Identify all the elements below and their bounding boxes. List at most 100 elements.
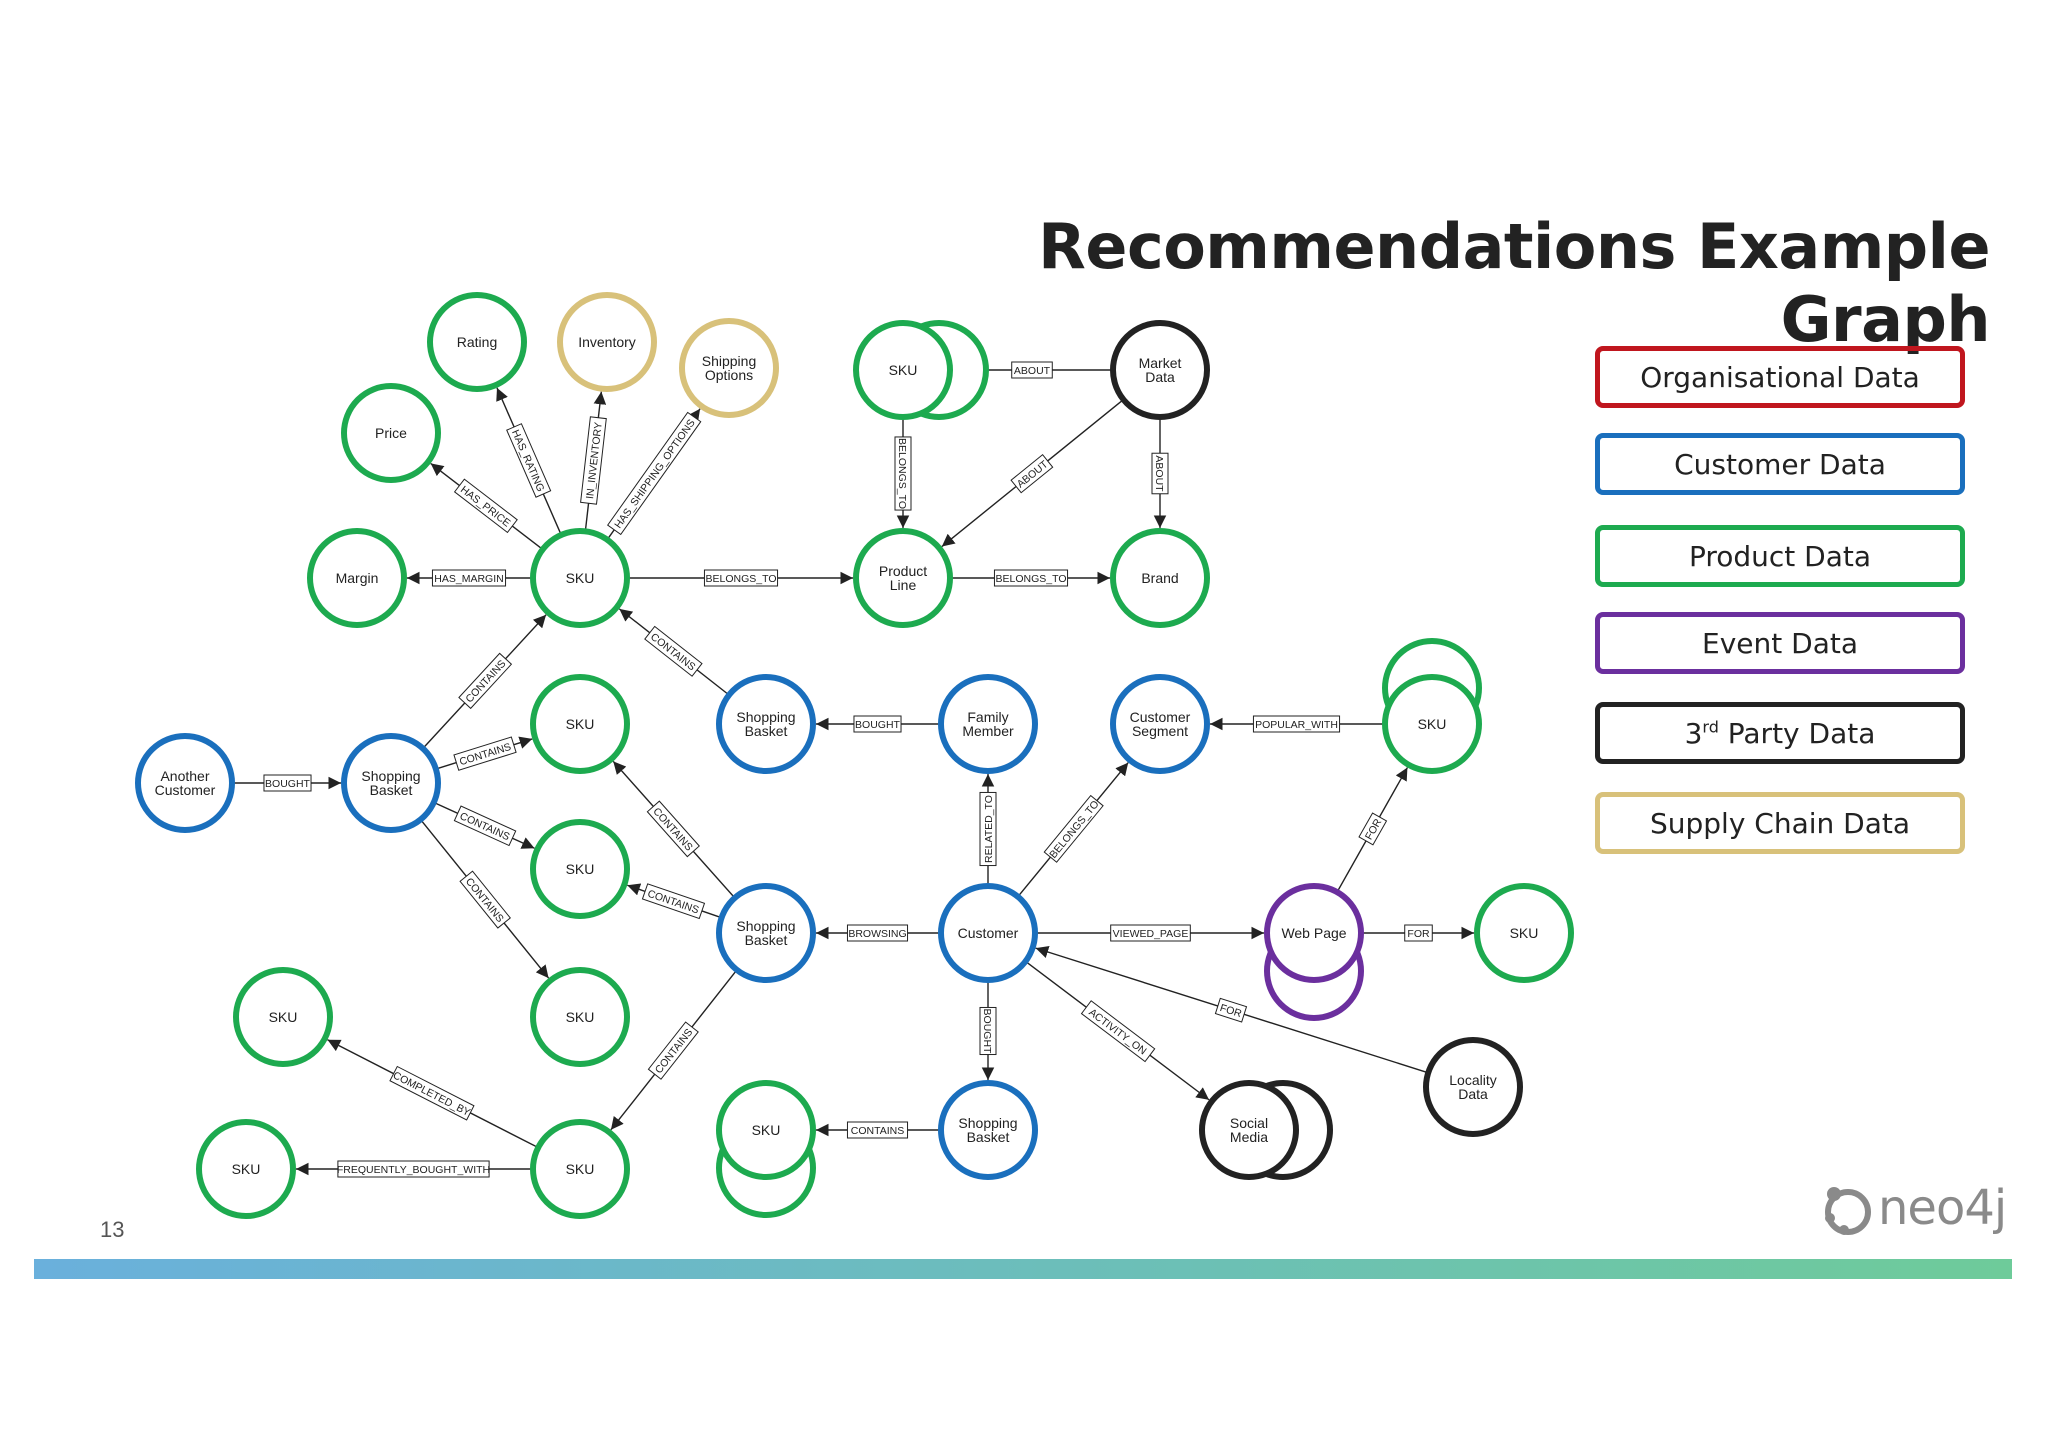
- node-webpage[interactable]: Web Page: [1264, 883, 1364, 1021]
- node-label: Data: [1458, 1086, 1488, 1102]
- node-sku-right[interactable]: SKU: [1382, 638, 1482, 774]
- node-label: SKU: [752, 1122, 781, 1138]
- legend-item-3rd-party-data: 3rd Party Data: [1595, 702, 1965, 764]
- edge-label: BELONGS_TO: [993, 569, 1069, 587]
- node-circle: [341, 733, 441, 833]
- node-sku-top[interactable]: SKU: [853, 320, 989, 420]
- node-sku-bl[interactable]: SKU: [233, 967, 333, 1067]
- legend-item-organisational-data: Organisational Data: [1595, 346, 1965, 408]
- edge-belongs-to: BELONGS_TO: [894, 419, 912, 528]
- node-circle: [1264, 883, 1364, 983]
- edge-contains: CONTAINS: [435, 802, 535, 849]
- edge-label: IN_INVENTORY: [580, 416, 607, 505]
- node-sku-l3[interactable]: SKU: [530, 967, 630, 1067]
- node-sku-l2[interactable]: SKU: [530, 819, 630, 919]
- edge-label: CONTAINS: [459, 870, 511, 929]
- edge-viewed-page: VIEWED_PAGE: [1037, 924, 1264, 942]
- node-label: Family: [967, 709, 1008, 725]
- node-label: SKU: [269, 1009, 298, 1025]
- neo4j-logo-text: neo4j: [1878, 1180, 2007, 1236]
- edge-label-text: CONTAINS: [463, 658, 508, 705]
- node-circle: [307, 528, 407, 628]
- edge-contains: CONTAINS: [421, 820, 550, 979]
- edge-has-margin: HAS_MARGIN: [407, 569, 531, 587]
- node-label: Shopping: [736, 918, 795, 934]
- node-circle: [530, 674, 630, 774]
- edge-label: CONTAINS: [646, 800, 700, 858]
- edge-label-text: BELONGS_TO: [1047, 798, 1101, 860]
- edge-label-text: FOR: [1407, 928, 1430, 940]
- node-rating[interactable]: Rating: [427, 292, 527, 392]
- node-circle: [341, 383, 441, 483]
- node-price[interactable]: Price: [341, 383, 441, 483]
- node-margin[interactable]: Margin: [307, 528, 407, 628]
- edge-label-text: COMPLETED_BY: [391, 1069, 472, 1118]
- edge-label-text: BELONGS_TO: [706, 573, 777, 585]
- node-sku-basketbot[interactable]: SKU: [716, 1080, 816, 1218]
- edge-label: FOR: [1358, 812, 1388, 846]
- edge-label: HAS_SHIPPING_OPTIONS: [607, 411, 702, 536]
- edge-label-text: POPULAR_WITH: [1255, 719, 1338, 731]
- node-label: SKU: [566, 861, 595, 877]
- node-label: Basket: [370, 782, 413, 798]
- node-brand[interactable]: Brand: [1110, 528, 1210, 628]
- edge-label: HAS_RATING: [506, 423, 552, 498]
- edge-belongs-to: BELONGS_TO: [1018, 762, 1129, 896]
- node-label: Margin: [336, 570, 379, 586]
- edge-in-inventory: IN_INVENTORY: [580, 391, 607, 530]
- edge-about: ABOUT: [941, 400, 1123, 548]
- edge-contains: CONTAINS: [612, 760, 734, 897]
- edge-label-text: HAS_MARGIN: [434, 573, 503, 585]
- edge-label-text: FREQUENTLY_BOUGHT_WITH: [337, 1164, 490, 1176]
- edge-label-text: ACTIVITY_ON: [1086, 1006, 1148, 1057]
- edge-label: BOUGHT: [853, 715, 902, 733]
- edge-for: FOR: [1035, 945, 1427, 1073]
- node-sku-main[interactable]: SKU: [530, 528, 630, 628]
- node-circle: [1110, 320, 1210, 420]
- node-circle: [1423, 1037, 1523, 1137]
- node-label: Rating: [457, 334, 497, 350]
- node-sku-bl2[interactable]: SKU: [196, 1119, 296, 1219]
- legend-item-customer-data: Customer Data: [1595, 433, 1965, 495]
- edge-contains: CONTAINS: [610, 971, 737, 1131]
- edge-contains: CONTAINS: [437, 736, 533, 771]
- node-label: Product: [879, 563, 927, 579]
- neo4j-logo: neo4j: [1820, 1180, 2007, 1242]
- node-sku-far[interactable]: SKU: [1474, 883, 1574, 983]
- node-label: Customer: [155, 782, 216, 798]
- edge-label: POPULAR_WITH: [1252, 715, 1341, 733]
- node-label: Shopping: [958, 1115, 1017, 1131]
- edge-about: ABOUT: [953, 361, 1111, 379]
- node-label: SKU: [566, 1161, 595, 1177]
- edge-contains: CONTAINS: [627, 883, 720, 920]
- edge-bought: BOUGHT: [816, 715, 939, 733]
- node-circle: [557, 292, 657, 392]
- edge-label: ACTIVITY_ON: [1080, 1000, 1156, 1063]
- node-inventory[interactable]: Inventory: [557, 292, 657, 392]
- node-sku-l1[interactable]: SKU: [530, 674, 630, 774]
- node-label: SKU: [889, 362, 918, 378]
- node-circle: [135, 733, 235, 833]
- node-customer[interactable]: Customer: [938, 883, 1038, 983]
- node-sku-bot[interactable]: SKU: [530, 1119, 630, 1219]
- edge-label-text: BROWSING: [848, 928, 906, 940]
- node-label: Inventory: [578, 334, 636, 350]
- edge-label-text: BELONGS_TO: [896, 438, 908, 509]
- node-circle: [530, 1119, 630, 1219]
- edge-label-text: HAS_SHIPPING_OPTIONS: [612, 417, 697, 531]
- edge-frequently-bought-with: FREQUENTLY_BOUGHT_WITH: [296, 1160, 531, 1178]
- node-label: Segment: [1132, 723, 1188, 739]
